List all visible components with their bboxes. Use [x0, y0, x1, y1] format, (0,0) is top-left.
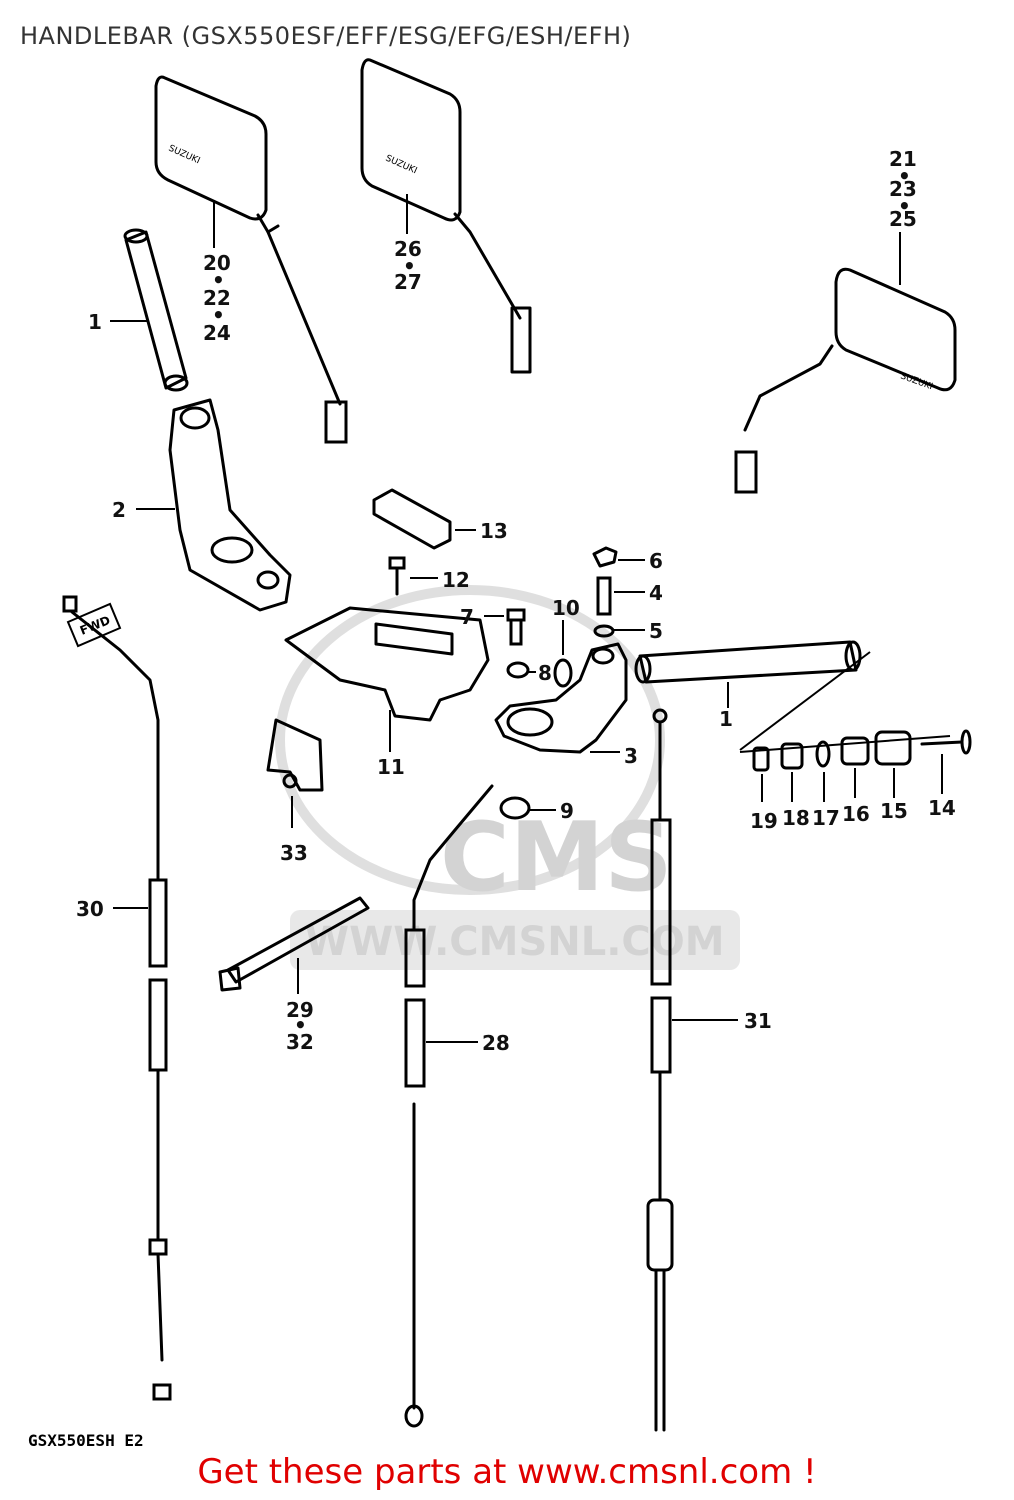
callout-30: 30	[76, 897, 104, 921]
mirror-logo-left: SUZUKI	[167, 144, 202, 167]
footer-cta[interactable]: Get these parts at www.cmsnl.com !	[0, 1452, 1014, 1492]
cable-clamp[interactable]	[266, 718, 324, 792]
callout-4: 4	[649, 581, 663, 605]
callout-14: 14	[928, 796, 956, 820]
mirror-logo-center: SUZUKI	[384, 154, 419, 177]
callout-22: 22	[203, 286, 231, 310]
throttle-cable-31[interactable]	[646, 708, 674, 1432]
callout-16: 16	[842, 802, 870, 826]
right-handlebar[interactable]	[494, 642, 628, 754]
callout-11: 11	[377, 755, 405, 779]
callout-32: 32	[286, 1030, 314, 1054]
handlebar-bracket[interactable]	[284, 606, 490, 722]
page-title: HANDLEBAR (GSX550ESF/EFF/ESG/EFG/ESH/EFH…	[20, 22, 632, 50]
callout-26: 26	[394, 237, 422, 261]
bar-end-screw-14[interactable]	[920, 729, 972, 755]
callout-27: 27	[394, 270, 422, 294]
callout-19: 19	[750, 809, 778, 833]
svg-text:•: •	[898, 164, 911, 188]
bolt-7[interactable]	[506, 608, 526, 646]
mirror-logo-right: SUZUKI	[899, 371, 934, 392]
callout-20: 20	[203, 251, 231, 275]
center-mirror[interactable]: SUZUKI	[360, 58, 532, 374]
right-grip[interactable]	[634, 640, 862, 684]
callout-33: 33	[280, 841, 308, 865]
nut-9[interactable]	[499, 796, 531, 820]
cap-cover[interactable]	[372, 488, 452, 550]
callout-3: 3	[624, 744, 638, 768]
left-handlebar[interactable]	[168, 398, 292, 612]
svg-text:•: •	[212, 303, 225, 327]
right-mirror[interactable]: SUZUKI	[734, 267, 957, 494]
bar-end-nut-19[interactable]	[752, 746, 770, 772]
cap-6[interactable]	[592, 546, 618, 568]
callout-1: 1	[88, 310, 102, 334]
callout-10: 10	[552, 596, 580, 620]
svg-text:•: •	[898, 194, 911, 218]
callout-28: 28	[482, 1031, 510, 1055]
model-code: GSX550ESH E2	[28, 1431, 144, 1450]
forward-direction-arrow: FWD	[66, 602, 122, 648]
svg-text:•: •	[294, 1013, 307, 1037]
footer-link[interactable]: Get these parts at www.cmsnl.com !	[197, 1452, 817, 1492]
callout-12: 12	[442, 568, 470, 592]
callout-7: 7	[460, 605, 474, 629]
svg-text:•: •	[212, 268, 225, 292]
bar-end-rubber-16[interactable]	[840, 736, 870, 766]
callout-5: 5	[649, 619, 663, 643]
callout-6: 6	[649, 549, 663, 573]
callout-17: 17	[812, 806, 840, 830]
callout-13: 13	[480, 519, 508, 543]
bar-end-spacer-18[interactable]	[780, 742, 804, 770]
svg-text:•: •	[403, 254, 416, 278]
watermark-url: WWW.CMSNL.COM	[305, 919, 725, 965]
callout-31: 31	[744, 1009, 772, 1033]
cmsnl-watermark: CMS WWW.CMSNL.COM	[275, 585, 740, 970]
callout-2: 2	[112, 498, 126, 522]
bolt-4[interactable]	[596, 576, 612, 616]
washer-8[interactable]	[506, 661, 530, 679]
callout-15: 15	[880, 799, 908, 823]
callout-21: 21	[889, 147, 917, 171]
callout-24: 24	[203, 321, 231, 345]
clutch-cable-30[interactable]	[62, 595, 172, 1401]
callout-8: 8	[538, 661, 552, 685]
cable-adjuster-29[interactable]	[218, 896, 370, 992]
washer-10[interactable]	[553, 658, 573, 688]
callout-18: 18	[782, 806, 810, 830]
left-grip[interactable]	[123, 228, 189, 392]
callout-29: 29	[286, 998, 314, 1022]
bolt-12[interactable]	[388, 556, 406, 596]
callout-1-right: 1	[719, 707, 733, 731]
callout-23: 23	[889, 177, 917, 201]
bar-end-weight-15[interactable]	[874, 730, 912, 766]
callout-9: 9	[560, 799, 574, 823]
throttle-cable-28[interactable]	[404, 784, 494, 1428]
washer-5[interactable]	[593, 624, 615, 638]
bar-end-washer-17[interactable]	[815, 740, 831, 768]
watermark-brand: CMS	[440, 803, 673, 913]
callout-25: 25	[889, 207, 917, 231]
